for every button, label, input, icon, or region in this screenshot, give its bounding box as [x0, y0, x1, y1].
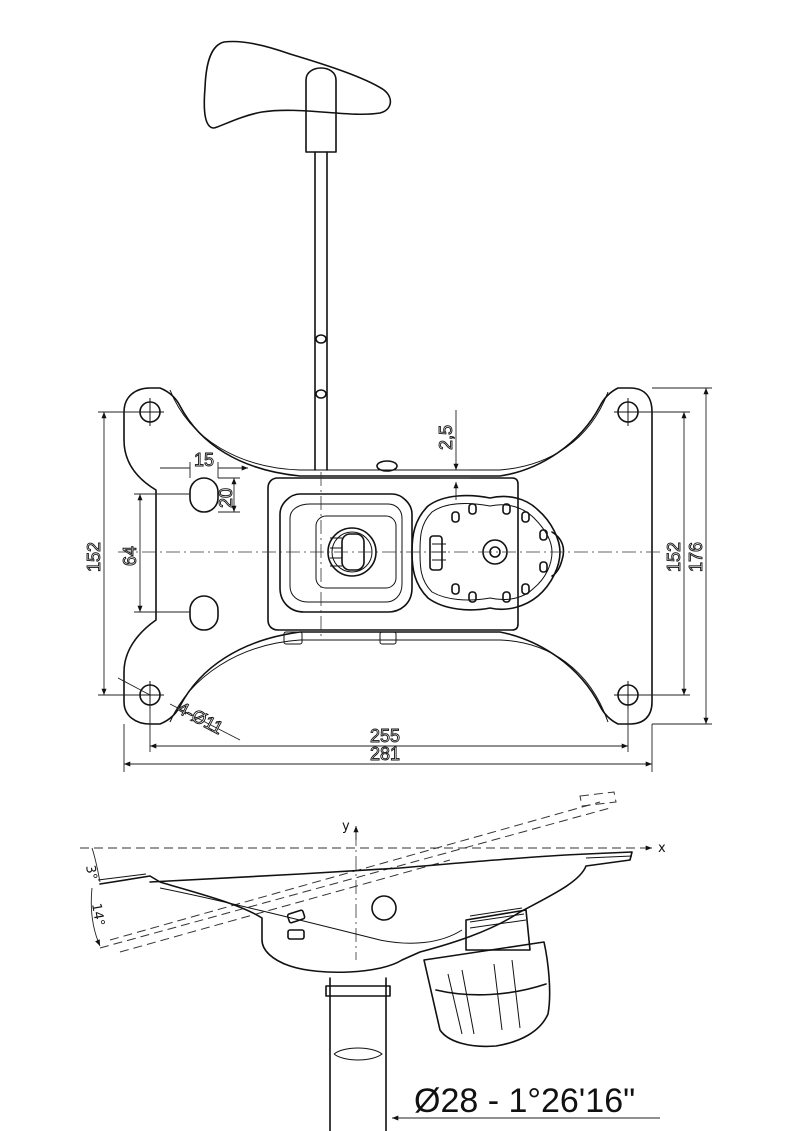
mechanism-housing [267, 477, 519, 631]
lever-handle [203, 40, 392, 129]
mounting-hole [136, 398, 164, 426]
dim-2-5: 2,5 [436, 425, 456, 450]
dim-176: 176 [686, 542, 706, 572]
dim-152-right: 152 [664, 542, 684, 572]
side-knob [423, 941, 551, 1048]
mounting-slot [189, 477, 219, 513]
side-plate [99, 851, 633, 973]
lever-rod [314, 151, 328, 471]
mounting-slot [189, 595, 219, 631]
side-pivot [371, 895, 397, 921]
angle-14: 14° [88, 902, 107, 927]
lever-sleeve [305, 67, 337, 153]
side-view: x y 3° 14° [80, 791, 666, 1131]
top-view: 281 255 152 64 152 176 15 20 2,5 4-Ø11 [84, 40, 712, 772]
mounting-hole [614, 398, 642, 426]
spec-label: Ø28 - 1°26'16" [414, 1082, 635, 1120]
mounting-hole [614, 681, 642, 709]
dimension-lines [98, 387, 712, 772]
dim-255: 255 [370, 726, 400, 746]
dim-15: 15 [194, 450, 214, 470]
dim-152-left: 152 [84, 542, 104, 572]
gas-lift-column [329, 977, 387, 1131]
angle-3: 3° [82, 864, 99, 881]
axis-x: x [658, 841, 666, 856]
base-plate [123, 387, 653, 725]
dim-281: 281 [370, 744, 400, 764]
dim-holes: 4-Ø11 [174, 698, 226, 739]
tension-knob [411, 494, 561, 611]
dim-64: 64 [120, 546, 140, 566]
axis-y: y [342, 819, 350, 834]
dim-20: 20 [216, 488, 236, 508]
